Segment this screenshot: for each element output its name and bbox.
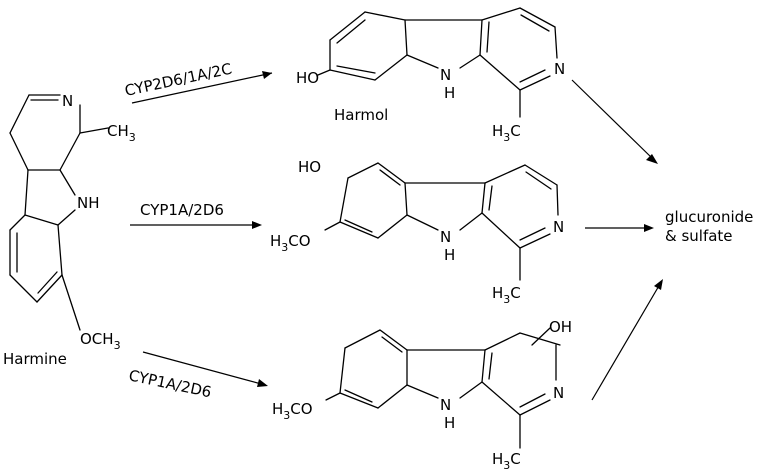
enzyme-arrow-bottom: CYP1A/2D6 [127, 351, 268, 401]
harmine-ch3-label: CH3 [107, 122, 136, 144]
hydroxy-ring-bonds [325, 327, 561, 449]
enzyme-label-top: CYP2D6/1A/2C [123, 60, 233, 100]
conjugate-product-label: glucuronide & sulfate [665, 208, 753, 245]
harmol-nh-n-label: N [440, 66, 451, 84]
product-line1: glucuronide [665, 208, 753, 226]
enzyme-arrow-top: CYP2D6/1A/2C [123, 60, 273, 104]
harmine-bonds [9, 94, 109, 331]
enzyme-arrow-middle: CYP1A/2D6 [130, 201, 262, 229]
harmine-och3-label: OCH3 [80, 330, 121, 352]
hydroxy6-ho-label: HO [298, 158, 321, 176]
harmol-bonds [317, 7, 558, 118]
conjugation-arrow-middle [585, 224, 654, 232]
harmol-ho-label: HO [296, 69, 319, 87]
hydroxy6-h3co-label: H3CO [270, 232, 311, 254]
hydroxy-ring-oh-label: OH [549, 318, 572, 336]
enzyme-label-bottom: CYP1A/2D6 [127, 366, 213, 401]
hydroxy6-nh-h-label: H [444, 246, 455, 264]
harmol-h3c-label: H3C [492, 122, 521, 144]
hydroxy-ring-h3co-label: H3CO [272, 400, 313, 422]
harmine-nh-label: NH [77, 194, 100, 212]
harmol-n-label: N [554, 60, 565, 78]
harmine-n-label: N [62, 92, 73, 110]
hydroxy-ring-structure: OH H3CO N H N H3C [272, 318, 572, 472]
conjugation-arrow-top [571, 79, 658, 164]
hydroxy6-nh-n-label: N [440, 228, 451, 246]
hydroxy-ring-n-label: N [553, 384, 564, 402]
hydroxy-ring-nh-n-label: N [440, 396, 451, 414]
hydroxy6-n-label: N [553, 218, 564, 236]
harmol-structure: HO N H N H3C Harmol [296, 7, 565, 144]
hydroxy6-h3c-label: H3C [492, 284, 521, 306]
enzyme-label-middle: CYP1A/2D6 [140, 201, 224, 219]
harmine-name: Harmine [3, 350, 67, 368]
hydroxy-ring-nh-h-label: H [444, 414, 455, 432]
conjugation-arrow-bottom [591, 279, 663, 401]
harmol-name: Harmol [334, 106, 388, 124]
hydroxy6-structure: HO H3CO N H N H3C [270, 158, 564, 306]
hydroxy6-bonds [324, 162, 559, 281]
harmine-structure: N CH3 NH OCH3 Harmine [3, 92, 136, 368]
product-line2: & sulfate [665, 227, 733, 245]
hydroxy-ring-h3c-label: H3C [492, 450, 521, 472]
harmol-nh-h-label: H [444, 84, 455, 102]
